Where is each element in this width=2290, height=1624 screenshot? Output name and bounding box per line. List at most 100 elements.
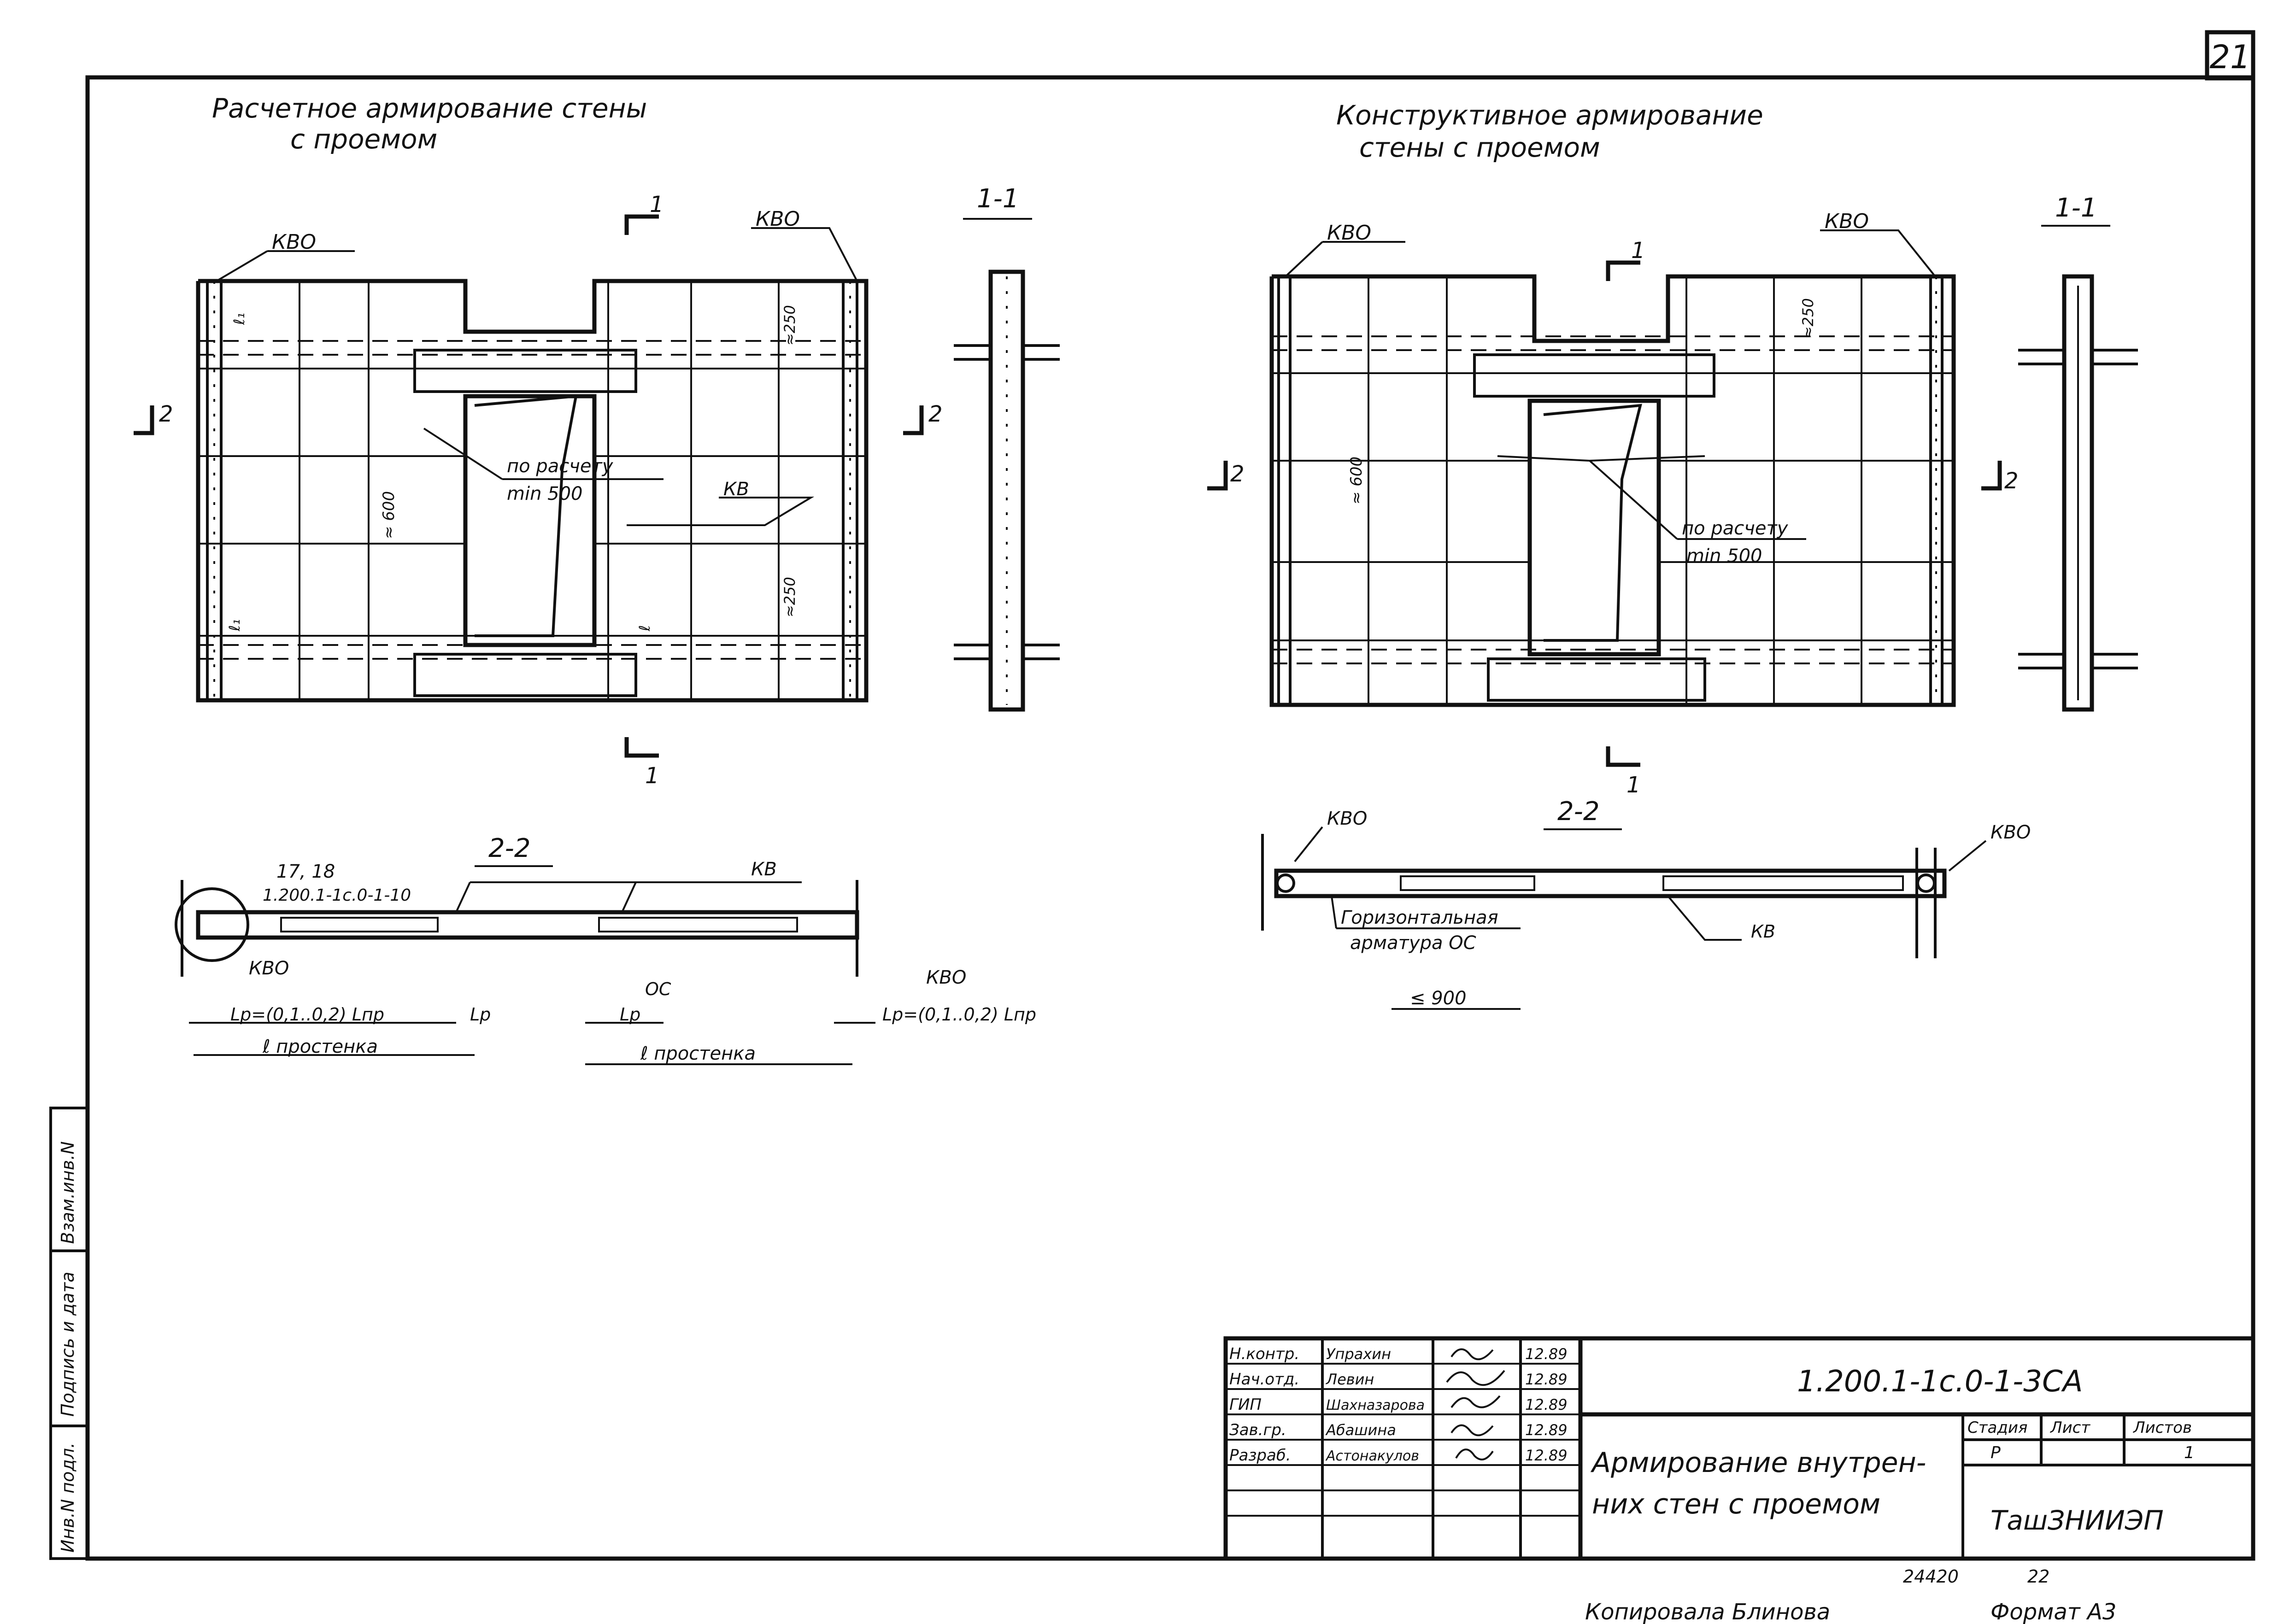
signature-scribbles [1446, 1348, 1505, 1460]
left-ref-1718: 17, 18 [276, 861, 335, 882]
left-l-prostenka-2: ℓ простенка [640, 1043, 756, 1064]
left-lp-1: Lр [470, 1004, 491, 1025]
tb-name: Левин [1326, 1371, 1374, 1388]
tb-date: 12.89 [1525, 1345, 1568, 1363]
left-lp-2: Lр [620, 1004, 640, 1025]
right-2-2-leaders [1294, 826, 1987, 1010]
left-section-2-2-title: 2-2 [488, 833, 530, 863]
right-kvo-label-1: КВО [1327, 221, 1371, 245]
left-min500: min 500 [507, 483, 583, 504]
left-lp-formula-2: Lр=(0,1..0,2) Lпр [882, 1004, 1036, 1025]
left-dim-250-top: ≈250 [781, 305, 799, 346]
left-wall-elevation [196, 279, 869, 703]
left-l1-bottom: ℓ₁ [226, 619, 243, 632]
tb-name: Шахназарова [1326, 1397, 1425, 1413]
right-wall-elevation [1269, 274, 1956, 707]
stamp-podpis-data: Подпись и дата [58, 1272, 78, 1417]
drawing-title-line1: Армирование внутрен- [1590, 1447, 1926, 1479]
right-cut-1-top: 1 [1631, 238, 1645, 264]
right-2-2-kv: КВ [1751, 921, 1775, 942]
tb-name: Астонакулов [1325, 1448, 1419, 1464]
right-2-2-kvo-right: КВО [1991, 822, 2031, 843]
right-po-raschetu: по расчету [1682, 518, 1789, 539]
left-kv-label: КВ [723, 479, 749, 500]
inventory-number: 24420 [1903, 1566, 1959, 1587]
tb-name: Упрахин [1326, 1345, 1391, 1363]
left-l-prostenka-1: ℓ простенка [262, 1036, 378, 1057]
left-2-2-dimensions [189, 1022, 875, 1065]
left-section-marks [134, 214, 924, 758]
sheets-header: Листов [2132, 1419, 2192, 1437]
stage-value: Р [1991, 1443, 2001, 1462]
tb-date: 12.89 [1525, 1371, 1568, 1388]
right-kvo-label-2: КВО [1825, 210, 1869, 233]
title-block-grid [1223, 1336, 2255, 1561]
right-2-2-kvo-left: КВО [1327, 808, 1367, 829]
left-cut-2-left: 2 [159, 401, 173, 427]
left-l1-top: ℓ₁ [230, 313, 248, 325]
right-cut-1-bottom: 1 [1626, 772, 1641, 798]
right-title-line1: Конструктивное армирование [1336, 100, 1763, 131]
right-section-marks [1207, 260, 2002, 767]
title-block-row: Нач.отд. Левин 12.89 [1229, 1370, 1568, 1389]
sheets-value: 1 [2184, 1443, 2195, 1462]
right-horiz-line1: Горизонтальная [1341, 907, 1498, 928]
left-dim-250-bottom: ≈250 [781, 577, 799, 617]
title-block-row: Н.контр. Упрахин 12.89 [1229, 1345, 1568, 1363]
left-cut-2-right: 2 [928, 401, 943, 427]
drawing-title-line2: них стен с проемом [1592, 1488, 1880, 1520]
sheet-number: 21 [2209, 38, 2250, 76]
organization: ТашЗНИИЭП [1991, 1505, 2164, 1536]
document-code: 1.200.1-1с.0-1-3СА [1797, 1365, 2083, 1399]
left-kvo-label-2: КВО [756, 207, 800, 231]
paper-format: Формат А3 [1991, 1599, 2116, 1624]
tb-role: Разраб. [1229, 1446, 1291, 1465]
inventory-number-2: 22 [2027, 1566, 2049, 1587]
right-title-line2: стены с проемом [1359, 132, 1600, 163]
left-section-2-2 [175, 880, 859, 977]
left-2-2-kvo-left: КВО [249, 958, 289, 979]
left-title-line1: Расчетное армирование стены [212, 93, 647, 124]
right-section-2-2-title: 2-2 [1557, 797, 1599, 827]
right-section-1-1-title: 1-1 [2055, 193, 2097, 223]
right-dim-250: ≈250 [1799, 298, 1817, 339]
left-section-1-1-title: 1-1 [977, 184, 1019, 214]
left-2-2-kv: КВ [751, 859, 777, 880]
left-ref-doc: 1.200.1-1с.0-1-10 [263, 886, 411, 905]
title-block-row: ГИП Шахназарова 12.89 [1229, 1395, 1568, 1414]
tb-role: Зав.гр. [1229, 1421, 1286, 1439]
right-cut-2-right: 2 [2004, 468, 2019, 494]
right-horiz-line2: арматура ОС [1350, 932, 1476, 954]
left-section-1-1 [954, 270, 1060, 712]
left-cut-1-top: 1 [650, 192, 664, 217]
left-2-2-kvo-right: КВО [926, 967, 966, 988]
title-block-row: Разраб. Астонакулов 12.89 [1229, 1446, 1568, 1465]
right-dim-600: ≈ 600 [1347, 457, 1366, 504]
right-leaders [1285, 229, 1936, 540]
right-section-2-2 [1261, 834, 1947, 958]
left-cut-1-bottom: 1 [645, 763, 659, 789]
sheet-frame [49, 30, 2255, 1561]
tb-role: Н.контр. [1229, 1345, 1299, 1363]
tb-date: 12.89 [1525, 1421, 1568, 1439]
tb-role: ГИП [1229, 1395, 1262, 1414]
right-dim-900: ≤ 900 [1410, 988, 1467, 1009]
tb-role: Нач.отд. [1229, 1370, 1299, 1389]
right-min500: min 500 [1686, 545, 1762, 567]
left-dim-600: ≈ 600 [380, 491, 398, 539]
left-lp-formula-1: Lр=(0,1..0,2) Lпр [230, 1004, 384, 1025]
tb-name: Абашина [1325, 1421, 1396, 1439]
stage-header: Стадия [1967, 1419, 2027, 1437]
right-cut-2-left: 2 [1230, 461, 1245, 487]
copied-by: Копировала Блинова [1585, 1599, 1830, 1624]
title-block-row: Зав.гр. Абашина 12.89 [1229, 1421, 1568, 1439]
right-section-1-1 [2018, 274, 2138, 712]
stamp-inv-podl: Инв.N подл. [58, 1442, 78, 1553]
left-2-2-oc: ОС [645, 979, 671, 999]
stamp-vzam-inv: Взам.инв.N [58, 1141, 78, 1244]
sheet-header: Лист [2049, 1419, 2090, 1437]
left-kvo-label-1: КВО [272, 230, 316, 254]
tb-date: 12.89 [1525, 1396, 1568, 1413]
left-leaders [216, 227, 858, 526]
